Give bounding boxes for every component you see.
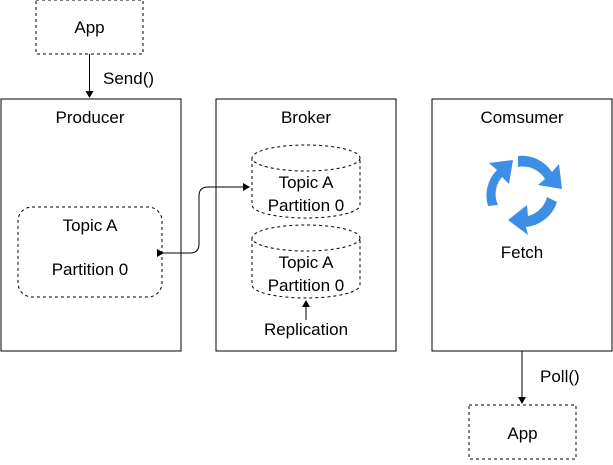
broker-partition-1-label: Partition 0	[268, 196, 345, 215]
send-label: Send()	[103, 69, 154, 88]
broker-box: Broker Topic A Partition 0 Topic A Parti…	[215, 98, 397, 352]
producer-broker-connector	[157, 183, 250, 257]
app-bottom-label: App	[507, 424, 537, 443]
consumer-box: Comsumer Fetch	[431, 98, 613, 352]
broker-topic-cylinder-2: Topic A Partition 0	[251, 224, 361, 299]
app-top-label: App	[74, 18, 104, 37]
poll-label: Poll()	[540, 367, 580, 386]
app-top-box: App	[35, 0, 144, 55]
producer-title: Producer	[56, 108, 125, 127]
broker-title: Broker	[281, 108, 331, 127]
broker-topic-cylinder-1: Topic A Partition 0	[251, 144, 361, 219]
replication-label: Replication	[264, 320, 348, 339]
producer-partition-label: Partition 0	[52, 260, 129, 279]
producer-topic-box: Topic A Partition 0	[17, 206, 163, 298]
consumer-title: Comsumer	[480, 108, 563, 127]
send-arrow: Send()	[85, 54, 154, 98]
broker-topic-1-label: Topic A	[279, 173, 334, 192]
producer-box: Producer Topic A Partition 0	[0, 98, 182, 352]
cycle-arrows-icon	[486, 155, 562, 235]
producer-topic-label: Topic A	[63, 216, 118, 235]
broker-partition-2-label: Partition 0	[268, 276, 345, 295]
broker-topic-2-label: Topic A	[279, 253, 334, 272]
fetch-label: Fetch	[501, 243, 544, 262]
app-bottom-box: App	[468, 404, 577, 460]
poll-arrow: Poll()	[518, 351, 580, 404]
replication-arrow: Replication	[264, 300, 348, 339]
